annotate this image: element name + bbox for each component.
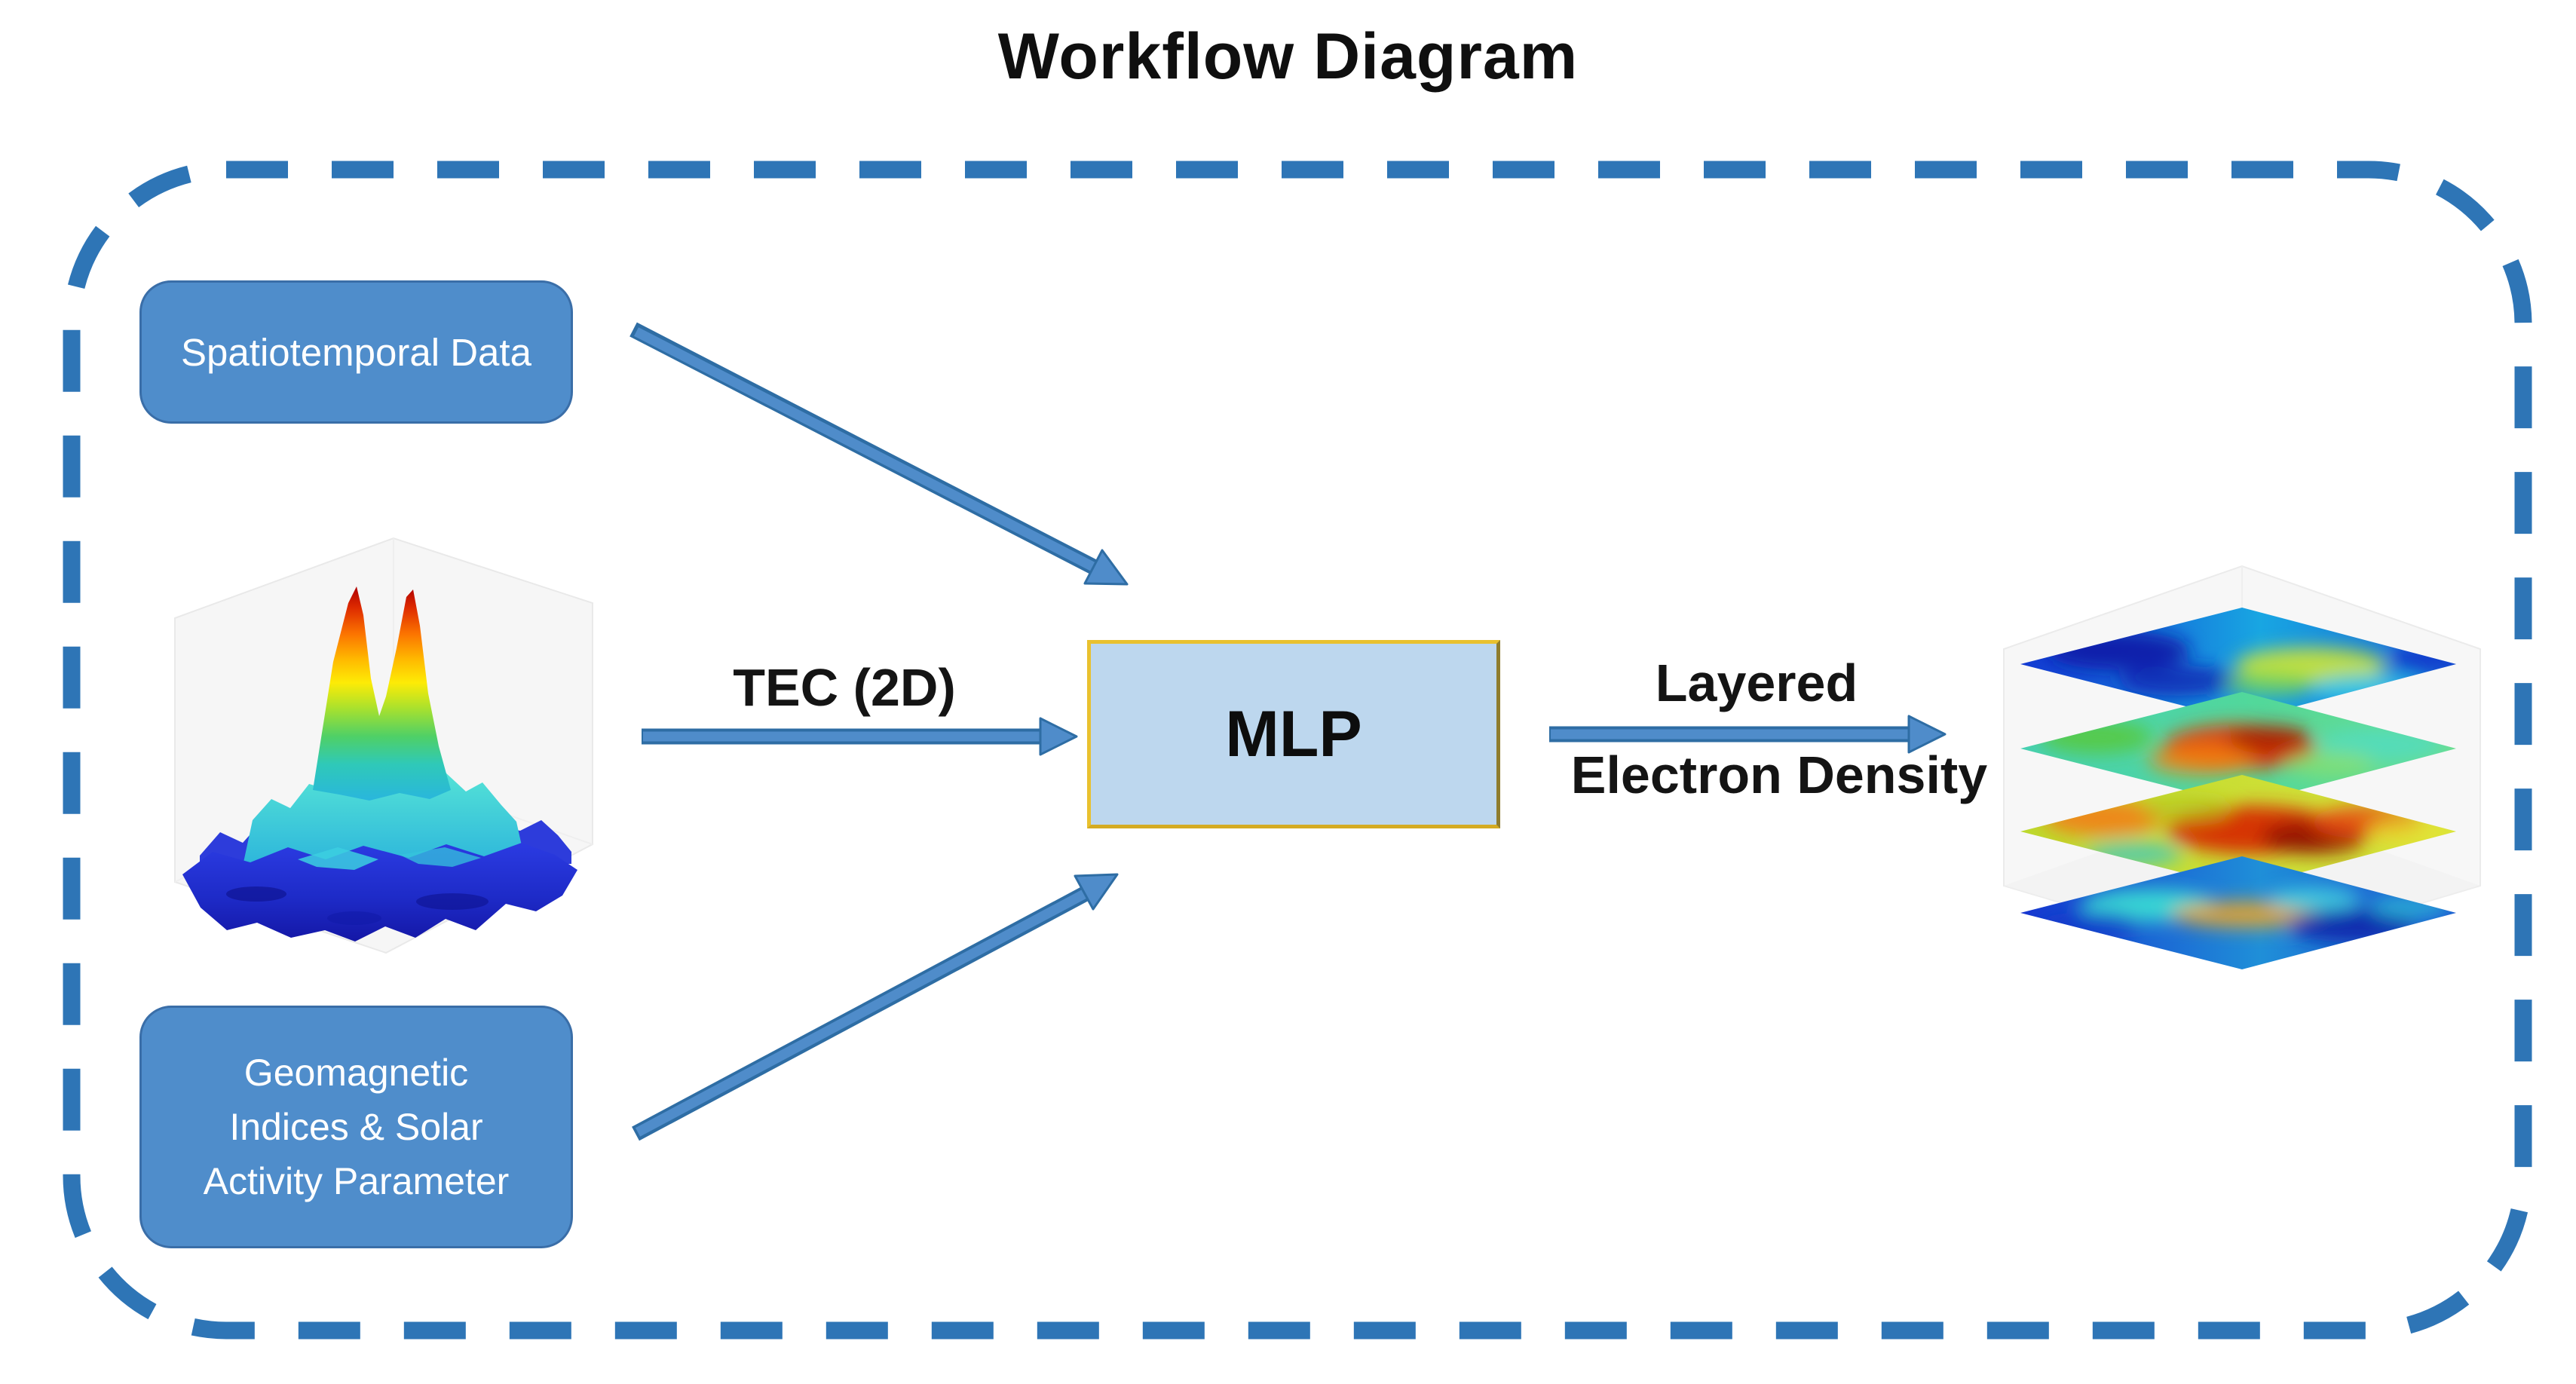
node-geomagnetic-line1: Geomagnetic: [244, 1052, 469, 1094]
node-geomagnetic-line3: Activity Parameter: [203, 1160, 510, 1202]
tec-3d-surface-figure: [174, 537, 593, 954]
node-geomagnetic-indices: Geomagnetic Indices & Solar Activity Par…: [139, 1006, 573, 1248]
node-geomagnetic-line2: Indices & Solar: [229, 1106, 483, 1148]
node-spatiotemporal-data: Spatiotemporal Data: [139, 280, 573, 424]
arrow-tec-to-mlp: [642, 717, 1078, 756]
node-mlp-label: MLP: [1225, 697, 1362, 770]
arrow-mlp-to-output: [1549, 715, 1947, 754]
node-spatiotemporal-label: Spatiotemporal Data: [181, 330, 531, 374]
arrow-geomagnetic-to-mlp: [632, 873, 1119, 1141]
surface-peaks: [313, 586, 451, 801]
edge-label-tec-2d: TEC (2D): [733, 658, 956, 717]
arrow-spatiotemporal-to-mlp: [629, 322, 1129, 586]
surface-mid-mound: [241, 769, 528, 873]
dashed-boundary: [63, 161, 2532, 1340]
surface-front-terrain: [182, 843, 577, 942]
layered-electron-density-figure: [2003, 565, 2481, 969]
edge-label-layered: Layered: [1655, 654, 1858, 712]
edge-label-electron-density: Electron Density: [1570, 746, 1988, 804]
page-title: Workflow Diagram: [997, 20, 1579, 93]
node-mlp: MLP: [1087, 640, 1500, 828]
